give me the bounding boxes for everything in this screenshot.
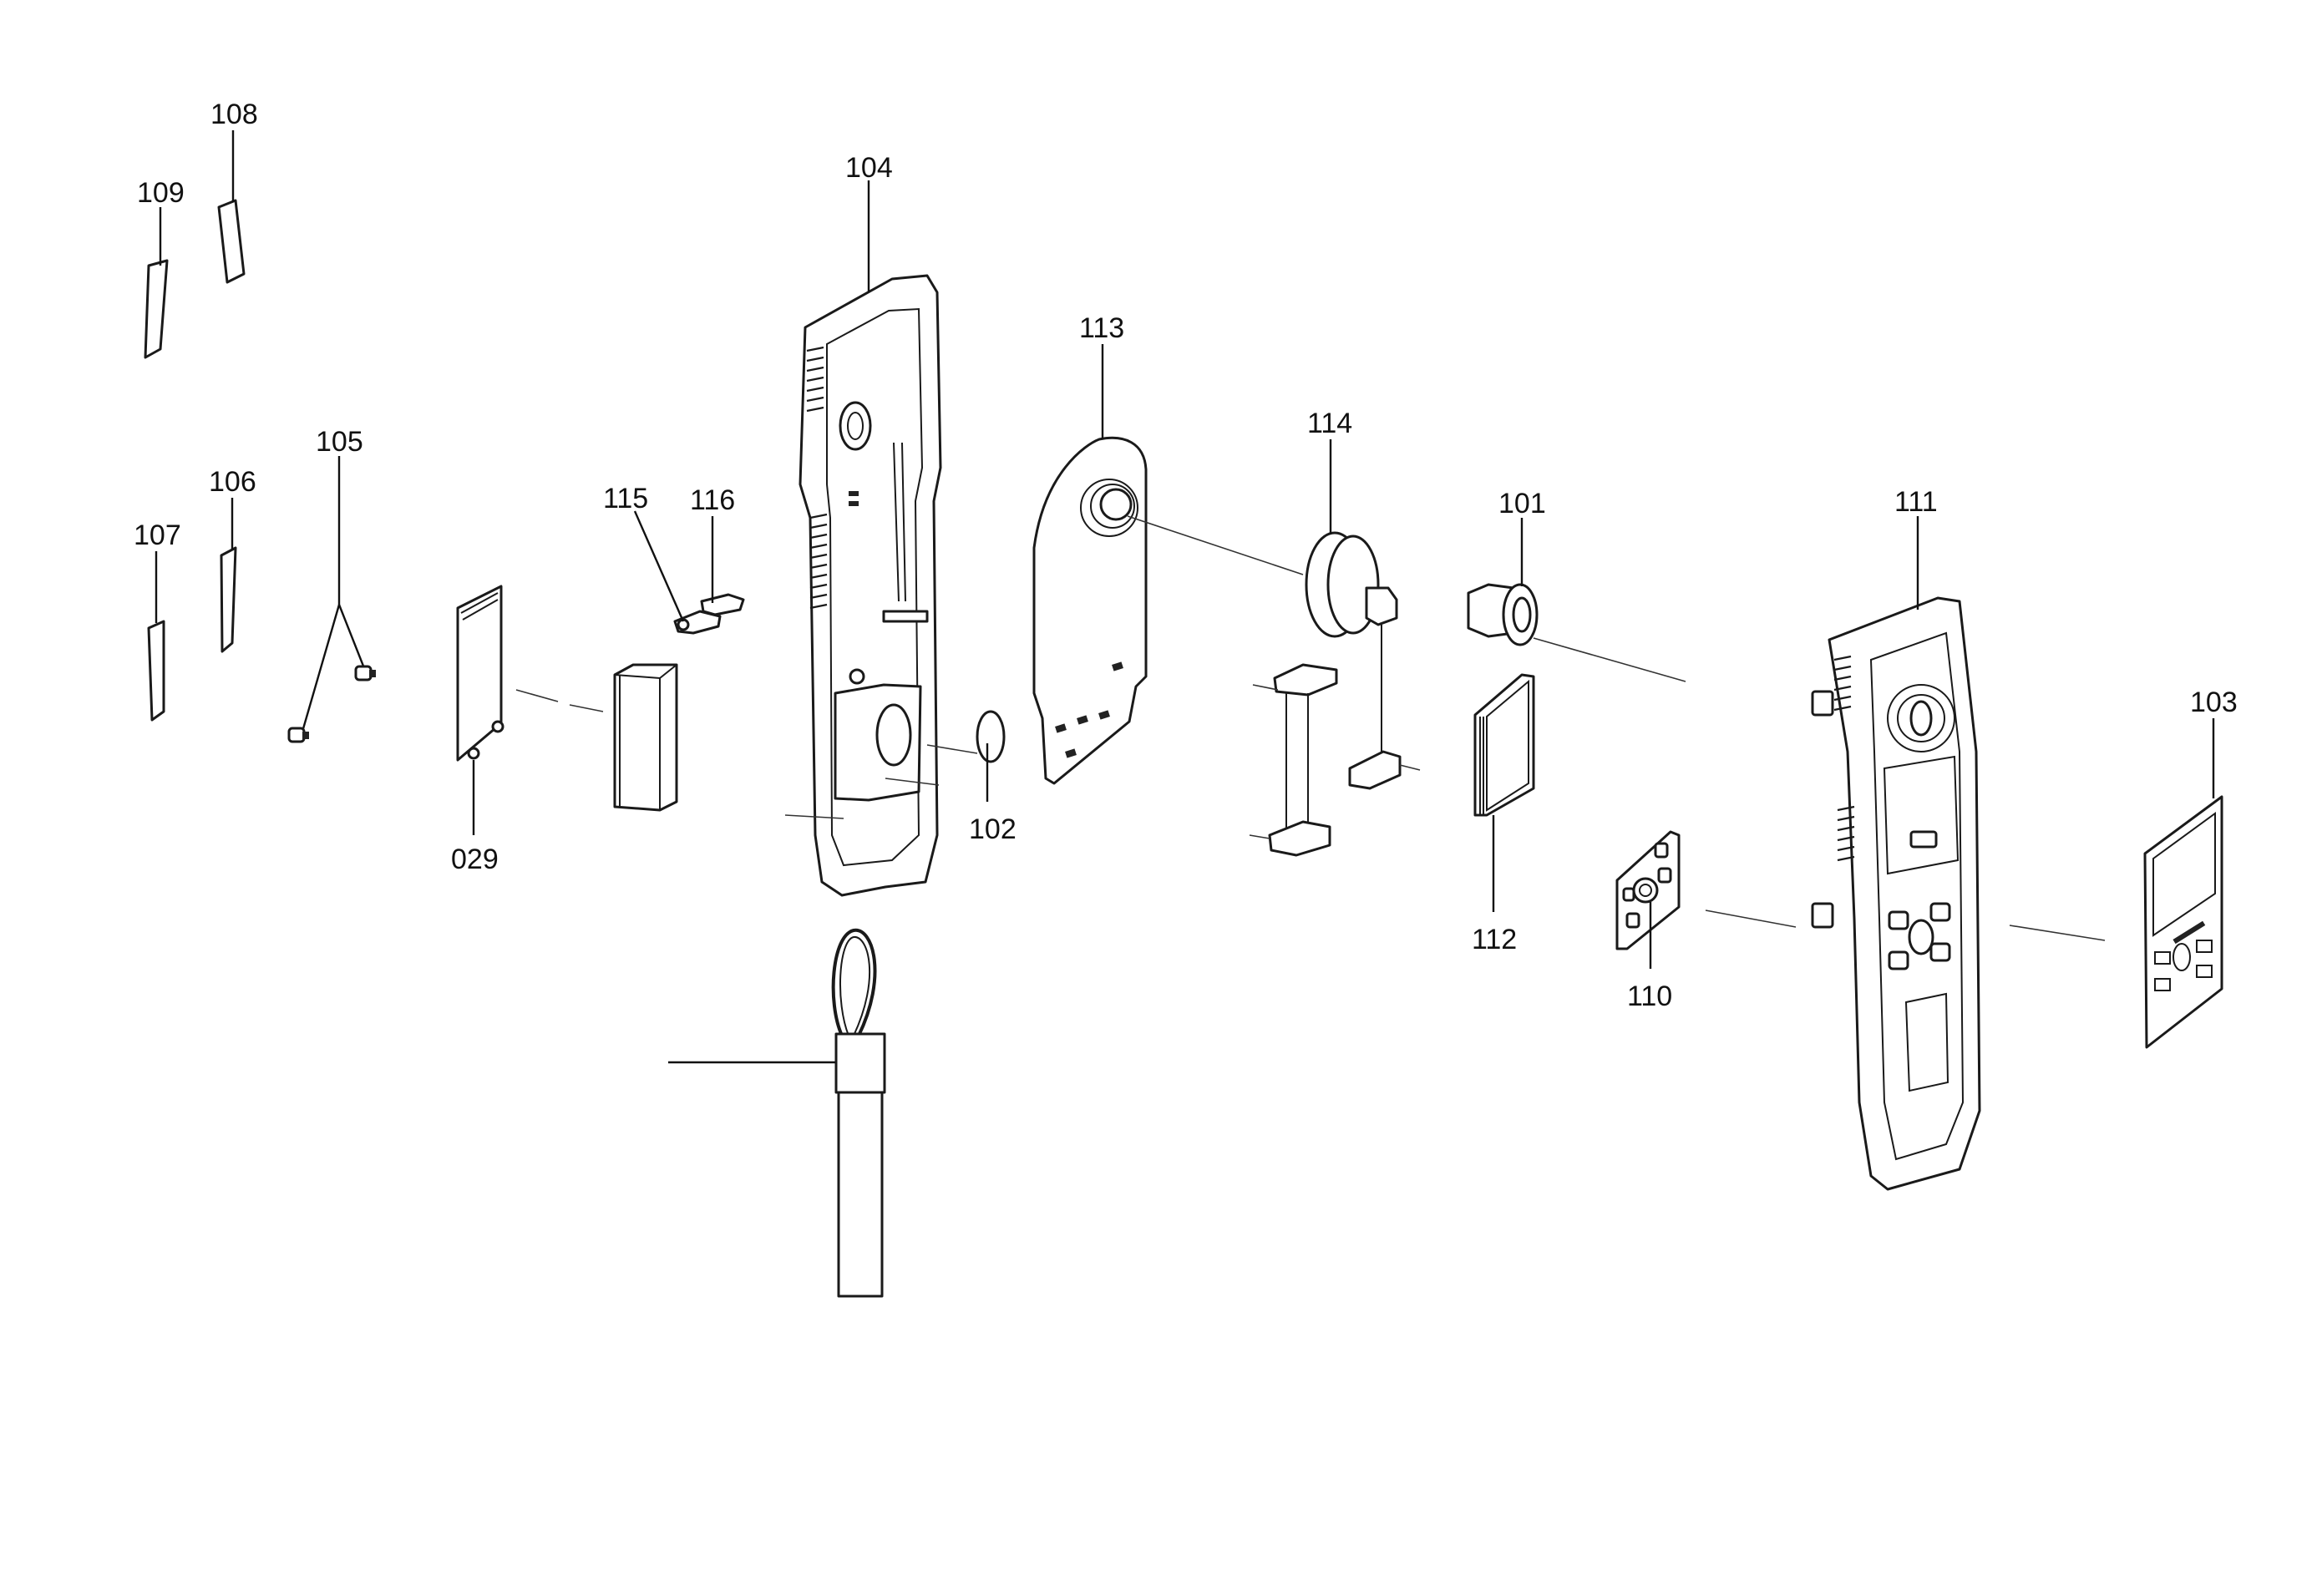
sensor-port-icon [839,401,872,451]
callout-105: 105 [316,426,363,458]
callout-101: 112 [1472,924,1517,955]
part-105-screws: 105 [287,426,376,743]
assembly-axis-line [2009,925,2106,941]
assembly-axis-line [1127,515,1304,575]
part-battery [613,663,678,812]
callout-110: 111 [1894,486,1938,518]
callout-114: 101 [1498,488,1546,519]
callout-109: 109 [137,177,185,209]
housing-grip-ridges [806,346,828,610]
callout-106: 106 [209,466,256,498]
callout-102: 102 [969,813,1017,845]
callout-108: 108 [210,99,258,130]
part-112-keypad: 110 [1615,830,1681,1012]
callout-113: 114 [1307,408,1352,439]
assembly-axis-line [885,778,940,786]
housing-grip-ridges [1833,655,1855,862]
part-104-rear-housing: 104 [799,152,942,897]
part-107-side-pad: 107 [134,519,181,722]
part-111-front-label-overlay: 103 [2143,687,2238,1049]
part-108-side-pad: 108 [210,99,258,284]
part-100-circuit-board: 113 [1032,312,1148,785]
assembly-axis-line [515,689,559,702]
screw-icon [354,665,376,681]
callout-107: 107 [134,519,181,551]
callout-116: 116 [690,484,735,516]
assembly-axis-line [569,704,604,712]
part-110-front-housing: 111 [1811,486,1981,1191]
part-101-lcd-display: 112 [1472,673,1535,955]
assembly-axis-line [784,814,844,819]
callout-115: 115 [603,483,648,514]
part-116-contact-clip: 116 [690,484,745,616]
callout-029: 029 [451,844,499,875]
part-102-buzzer-disc: 102 [969,710,1017,845]
part-029-battery-cover: 029 [451,585,504,875]
part-109-side-pad: 109 [137,177,185,359]
part-106-side-pad: 106 [209,466,256,653]
callout-112: 110 [1627,980,1672,1012]
assembly-axis-line [926,744,978,754]
assembly-axis-line [1705,909,1797,928]
part-103-wrist-strap [668,928,886,1298]
callout-100: 113 [1079,312,1124,344]
screw-icon [287,727,309,743]
callout-104: 104 [845,152,893,184]
sensor-window-icon [1909,700,1933,737]
assembly-axis-line [1533,637,1686,682]
part-115-contact-spring: 115 [603,483,722,635]
callout-111: 103 [2190,687,2238,718]
part-114-sensor-lens: 101 [1467,488,1546,646]
part-113-sensor-ring-bracket: 114 [1249,408,1421,857]
